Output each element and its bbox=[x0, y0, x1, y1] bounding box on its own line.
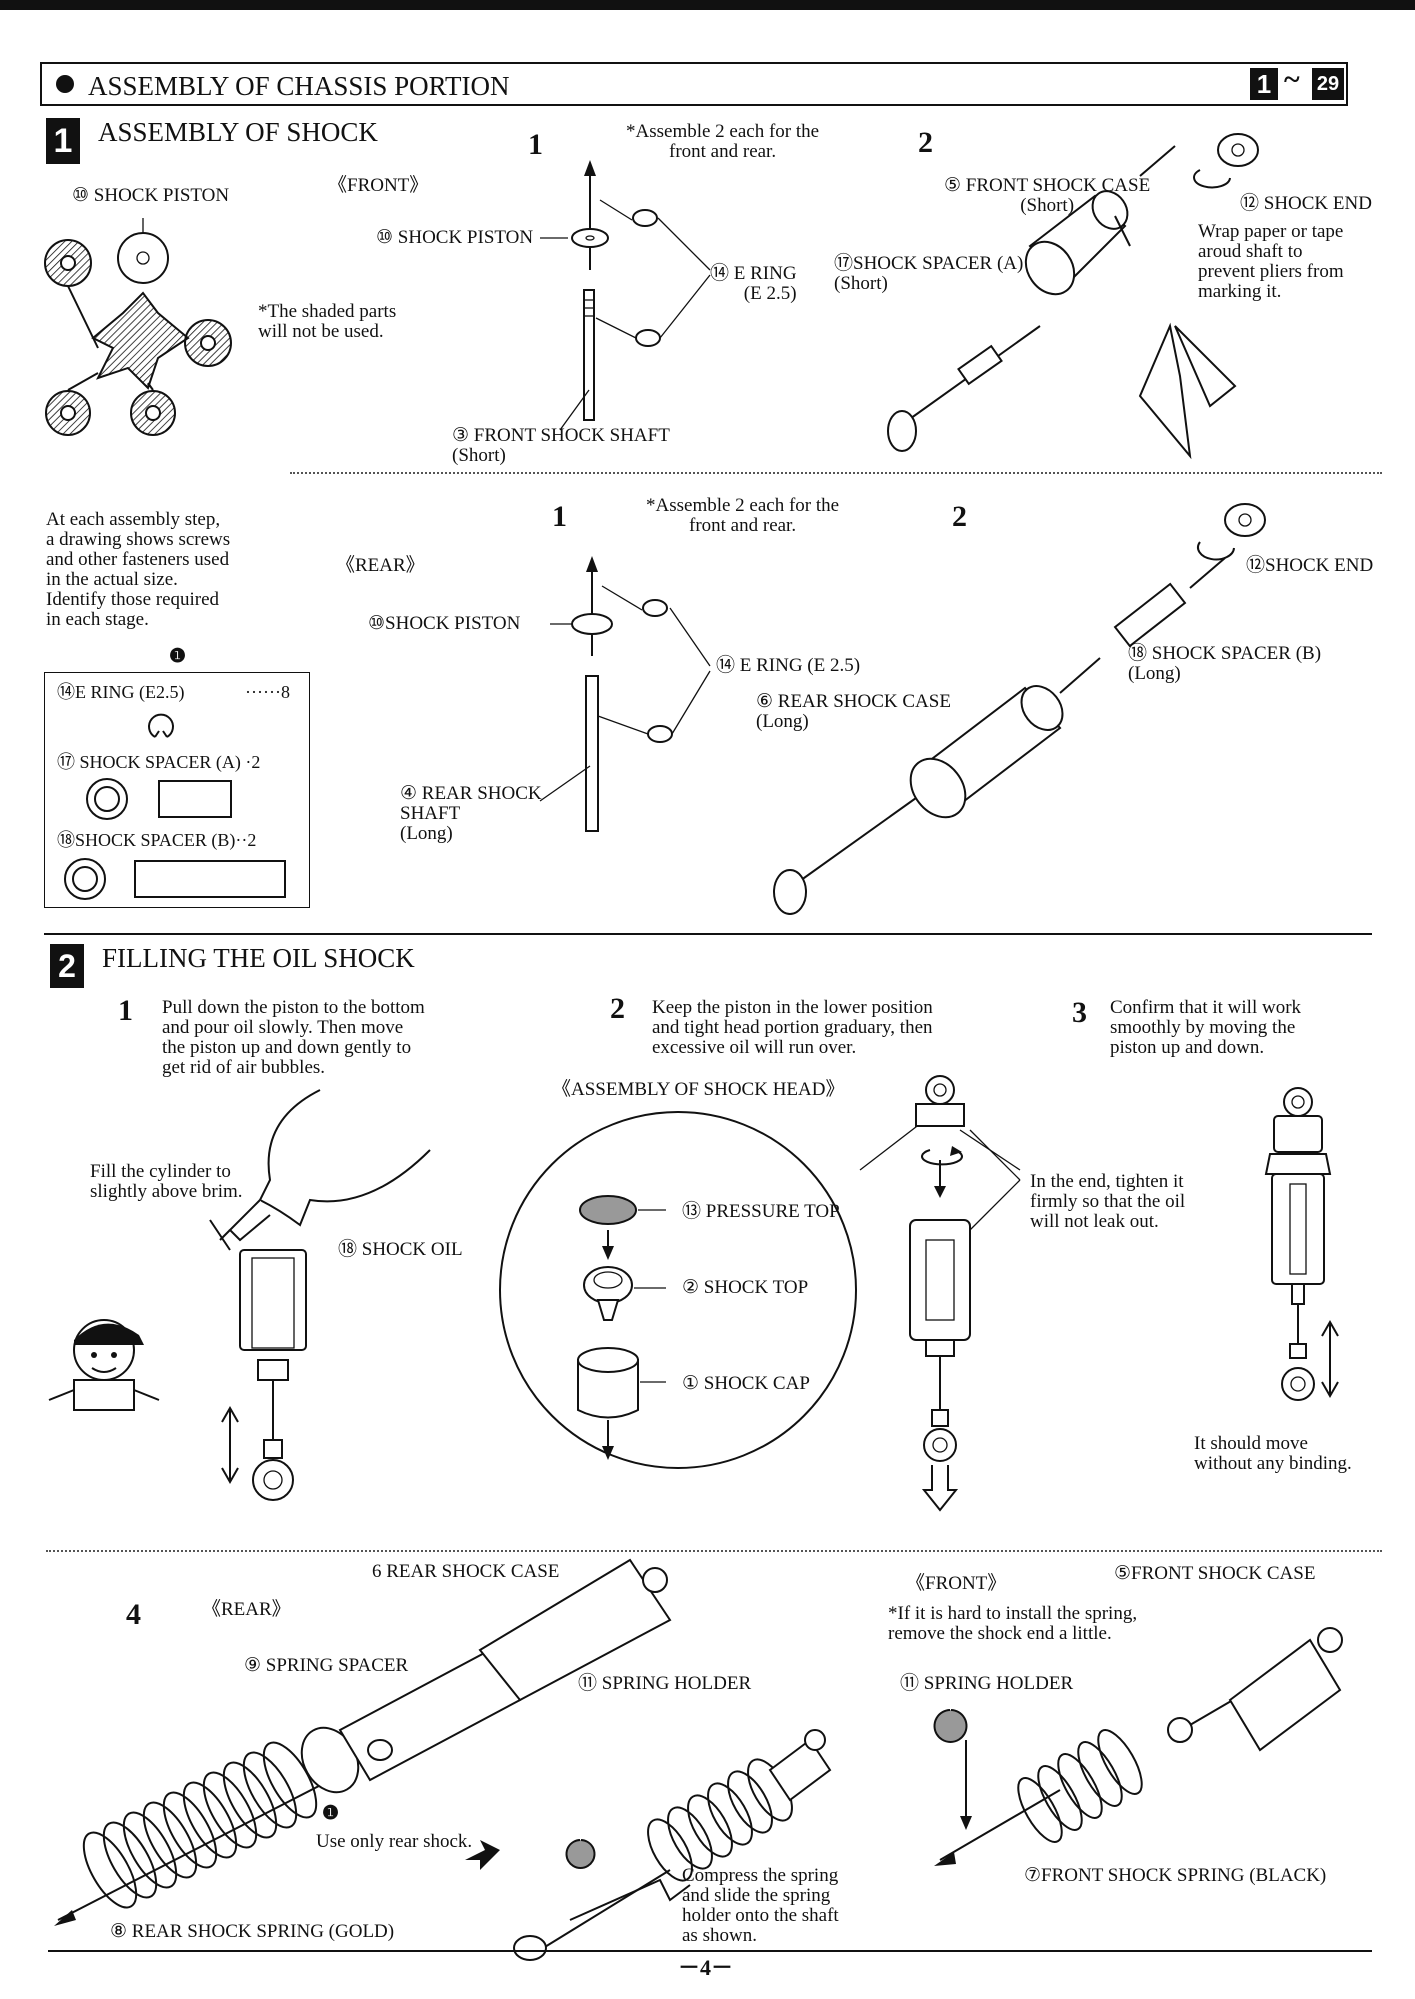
rear-shaft-label: ④ REAR SHOCK SHAFT (Long) bbox=[400, 783, 542, 844]
step4-number: 4 bbox=[126, 1598, 141, 1631]
rear-step2-drawing bbox=[773, 503, 1266, 915]
rear-piston-label: ⑩SHOCK PISTON bbox=[368, 613, 521, 634]
footer-divider bbox=[48, 1950, 1372, 1952]
pressure-top-label: ⑬ PRESSURE TOP bbox=[682, 1201, 840, 1222]
front-shaft-label: ③ FRONT SHOCK SHAFT (Short) bbox=[452, 425, 670, 466]
front-piston-label: ⑩ SHOCK PISTON bbox=[376, 227, 534, 248]
shock-top-label: ② SHOCK TOP bbox=[682, 1277, 809, 1298]
parts-list-box: ❶ ⑭E RING (E2.5) ······8 ⑰ SHOCK SPACER … bbox=[44, 647, 310, 908]
range-start-badge: 1 bbox=[1250, 68, 1278, 100]
sprue-label: ⑩ SHOCK PISTON bbox=[72, 185, 230, 206]
rear-spring-drawing bbox=[54, 1558, 832, 1961]
rear-only-note: Use only rear shock. bbox=[316, 1831, 473, 1852]
piston-sprue-drawing bbox=[44, 218, 232, 436]
rear-case-label-step4: 6 REAR SHOCK CASE bbox=[372, 1561, 560, 1582]
section2-title: FILLING THE OIL SHOCK bbox=[102, 943, 415, 973]
shock-head-circle bbox=[499, 1111, 857, 1469]
binding-note: It should move without any binding. bbox=[1194, 1433, 1352, 1474]
front-step2-drawing bbox=[887, 133, 1259, 460]
front-case-label-step4: ⑤FRONT SHOCK CASE bbox=[1114, 1563, 1316, 1584]
rear-spring-label: ⑧ REAR SHOCK SPRING (GOLD) bbox=[110, 1921, 395, 1942]
section1-title: ASSEMBLY OF SHOCK bbox=[98, 117, 378, 147]
shock-oil-label: ⑱ SHOCK OIL bbox=[338, 1239, 463, 1260]
rear-only-mark: ❶ bbox=[322, 1803, 340, 1824]
rear-step1-drawing bbox=[539, 556, 711, 832]
front-spacer-label: ⑰SHOCK SPACER (A) (Short) bbox=[834, 253, 1024, 294]
front-step1-note: *Assemble 2 each for the front and rear. bbox=[626, 121, 820, 162]
oil-filling-drawing bbox=[209, 1089, 431, 1501]
compress-note: Compress the spring and slide the spring… bbox=[682, 1865, 839, 1946]
rear-end-label: ⑫SHOCK END bbox=[1246, 555, 1374, 576]
spacer-b-icon bbox=[64, 858, 286, 900]
front-tag: 《FRONT》 bbox=[328, 175, 429, 196]
front-spring-note: *If it is hard to install the spring, re… bbox=[888, 1603, 1138, 1644]
front-end-label: ⑫ SHOCK END bbox=[1240, 193, 1372, 214]
spacer-a-icon bbox=[86, 778, 232, 820]
rear-step2-number: 2 bbox=[952, 500, 967, 533]
front-spring-label: ⑦FRONT SHOCK SPRING (BLACK) bbox=[1024, 1865, 1327, 1886]
parts-spacer-a-label: ⑰ SHOCK SPACER (A) ·2 bbox=[57, 752, 261, 772]
divider-front-rear bbox=[290, 472, 1382, 474]
parts-ering-label: ⑭E RING (E2.5) bbox=[57, 682, 185, 702]
rear-tag: 《REAR》 bbox=[336, 555, 425, 576]
parts-spacer-b-label: ⑱SHOCK SPACER (B)··2 bbox=[57, 830, 257, 850]
fill-note: Fill the cylinder to slightly above brim… bbox=[90, 1161, 243, 1202]
rear-spacer-label: ⑱ SHOCK SPACER (B) (Long) bbox=[1128, 643, 1322, 684]
parts-ering-qty: ······8 bbox=[245, 682, 290, 702]
spring-spacer-label: ⑨ SPRING SPACER bbox=[244, 1655, 409, 1676]
step2-3-number: 3 bbox=[1072, 996, 1087, 1029]
step2-1-number: 1 bbox=[118, 994, 133, 1027]
parts-box-mark: ❶ bbox=[169, 646, 187, 667]
step2-2-number: 2 bbox=[610, 992, 625, 1025]
front-ering-label: ⑭ E RING (E 2.5) bbox=[710, 263, 797, 304]
spring-holder-label: ⑪ SPRING HOLDER bbox=[578, 1673, 752, 1694]
bullet-icon bbox=[56, 75, 74, 93]
step2-3-text: Confirm that it will work smoothly by mo… bbox=[1110, 997, 1302, 1058]
top-border bbox=[0, 0, 1415, 10]
step2-2-text: Keep the piston in the lower position an… bbox=[652, 997, 933, 1058]
rear-ering-label: ⑭ E RING (E 2.5) bbox=[716, 655, 861, 676]
front-step2-number: 2 bbox=[918, 126, 933, 159]
section-header: ASSEMBLY OF CHASSIS PORTION 1 ~ 29 bbox=[40, 62, 1348, 106]
rear-step1-note: *Assemble 2 each for the front and rear. bbox=[646, 495, 840, 536]
head-tightening-drawing bbox=[859, 1075, 1021, 1512]
section2-badge: 2 bbox=[50, 944, 84, 988]
rear-step1-number: 1 bbox=[552, 500, 567, 533]
rear-tag-step4: 《REAR》 bbox=[202, 1599, 291, 1620]
finished-shock-drawing bbox=[1264, 1087, 1339, 1401]
front-step1-drawing bbox=[540, 160, 711, 431]
front-tag-step4: 《FRONT》 bbox=[906, 1573, 1007, 1594]
section1-badge: 1 bbox=[46, 118, 80, 164]
shock-cap-label: ① SHOCK CAP bbox=[682, 1373, 810, 1394]
mascot-icon bbox=[48, 1319, 160, 1411]
range-end-badge: 29 bbox=[1312, 68, 1344, 100]
tighten-note: In the end, tighten it firmly so that th… bbox=[1030, 1171, 1186, 1232]
header-title: ASSEMBLY OF CHASSIS PORTION bbox=[88, 71, 510, 101]
step2-1-text: Pull down the piston to the bottom and p… bbox=[162, 997, 425, 1078]
front-holder-label: ⑪ SPRING HOLDER bbox=[900, 1673, 1074, 1694]
shock-head-title: 《ASSEMBLY OF SHOCK HEAD》 bbox=[552, 1079, 845, 1100]
divider-section2 bbox=[44, 933, 1372, 935]
page-number: －4－ bbox=[678, 1955, 734, 1980]
divider-step4 bbox=[46, 1550, 1382, 1552]
rear-case-label: ⑥ REAR SHOCK CASE (Long) bbox=[756, 691, 951, 732]
front-case-label: ⑤ FRONT SHOCK CASE (Short) bbox=[944, 175, 1151, 216]
sprue-note: *The shaded parts will not be used. bbox=[258, 301, 397, 342]
front-wrap-note: Wrap paper or tape aroud shaft to preven… bbox=[1198, 221, 1344, 302]
front-step1-number: 1 bbox=[528, 128, 543, 161]
front-spring-drawing bbox=[933, 1627, 1343, 1866]
intro-note: At each assembly step, a drawing shows s… bbox=[46, 509, 231, 630]
range-separator: ~ bbox=[1284, 63, 1300, 96]
ering-icon bbox=[148, 713, 174, 738]
